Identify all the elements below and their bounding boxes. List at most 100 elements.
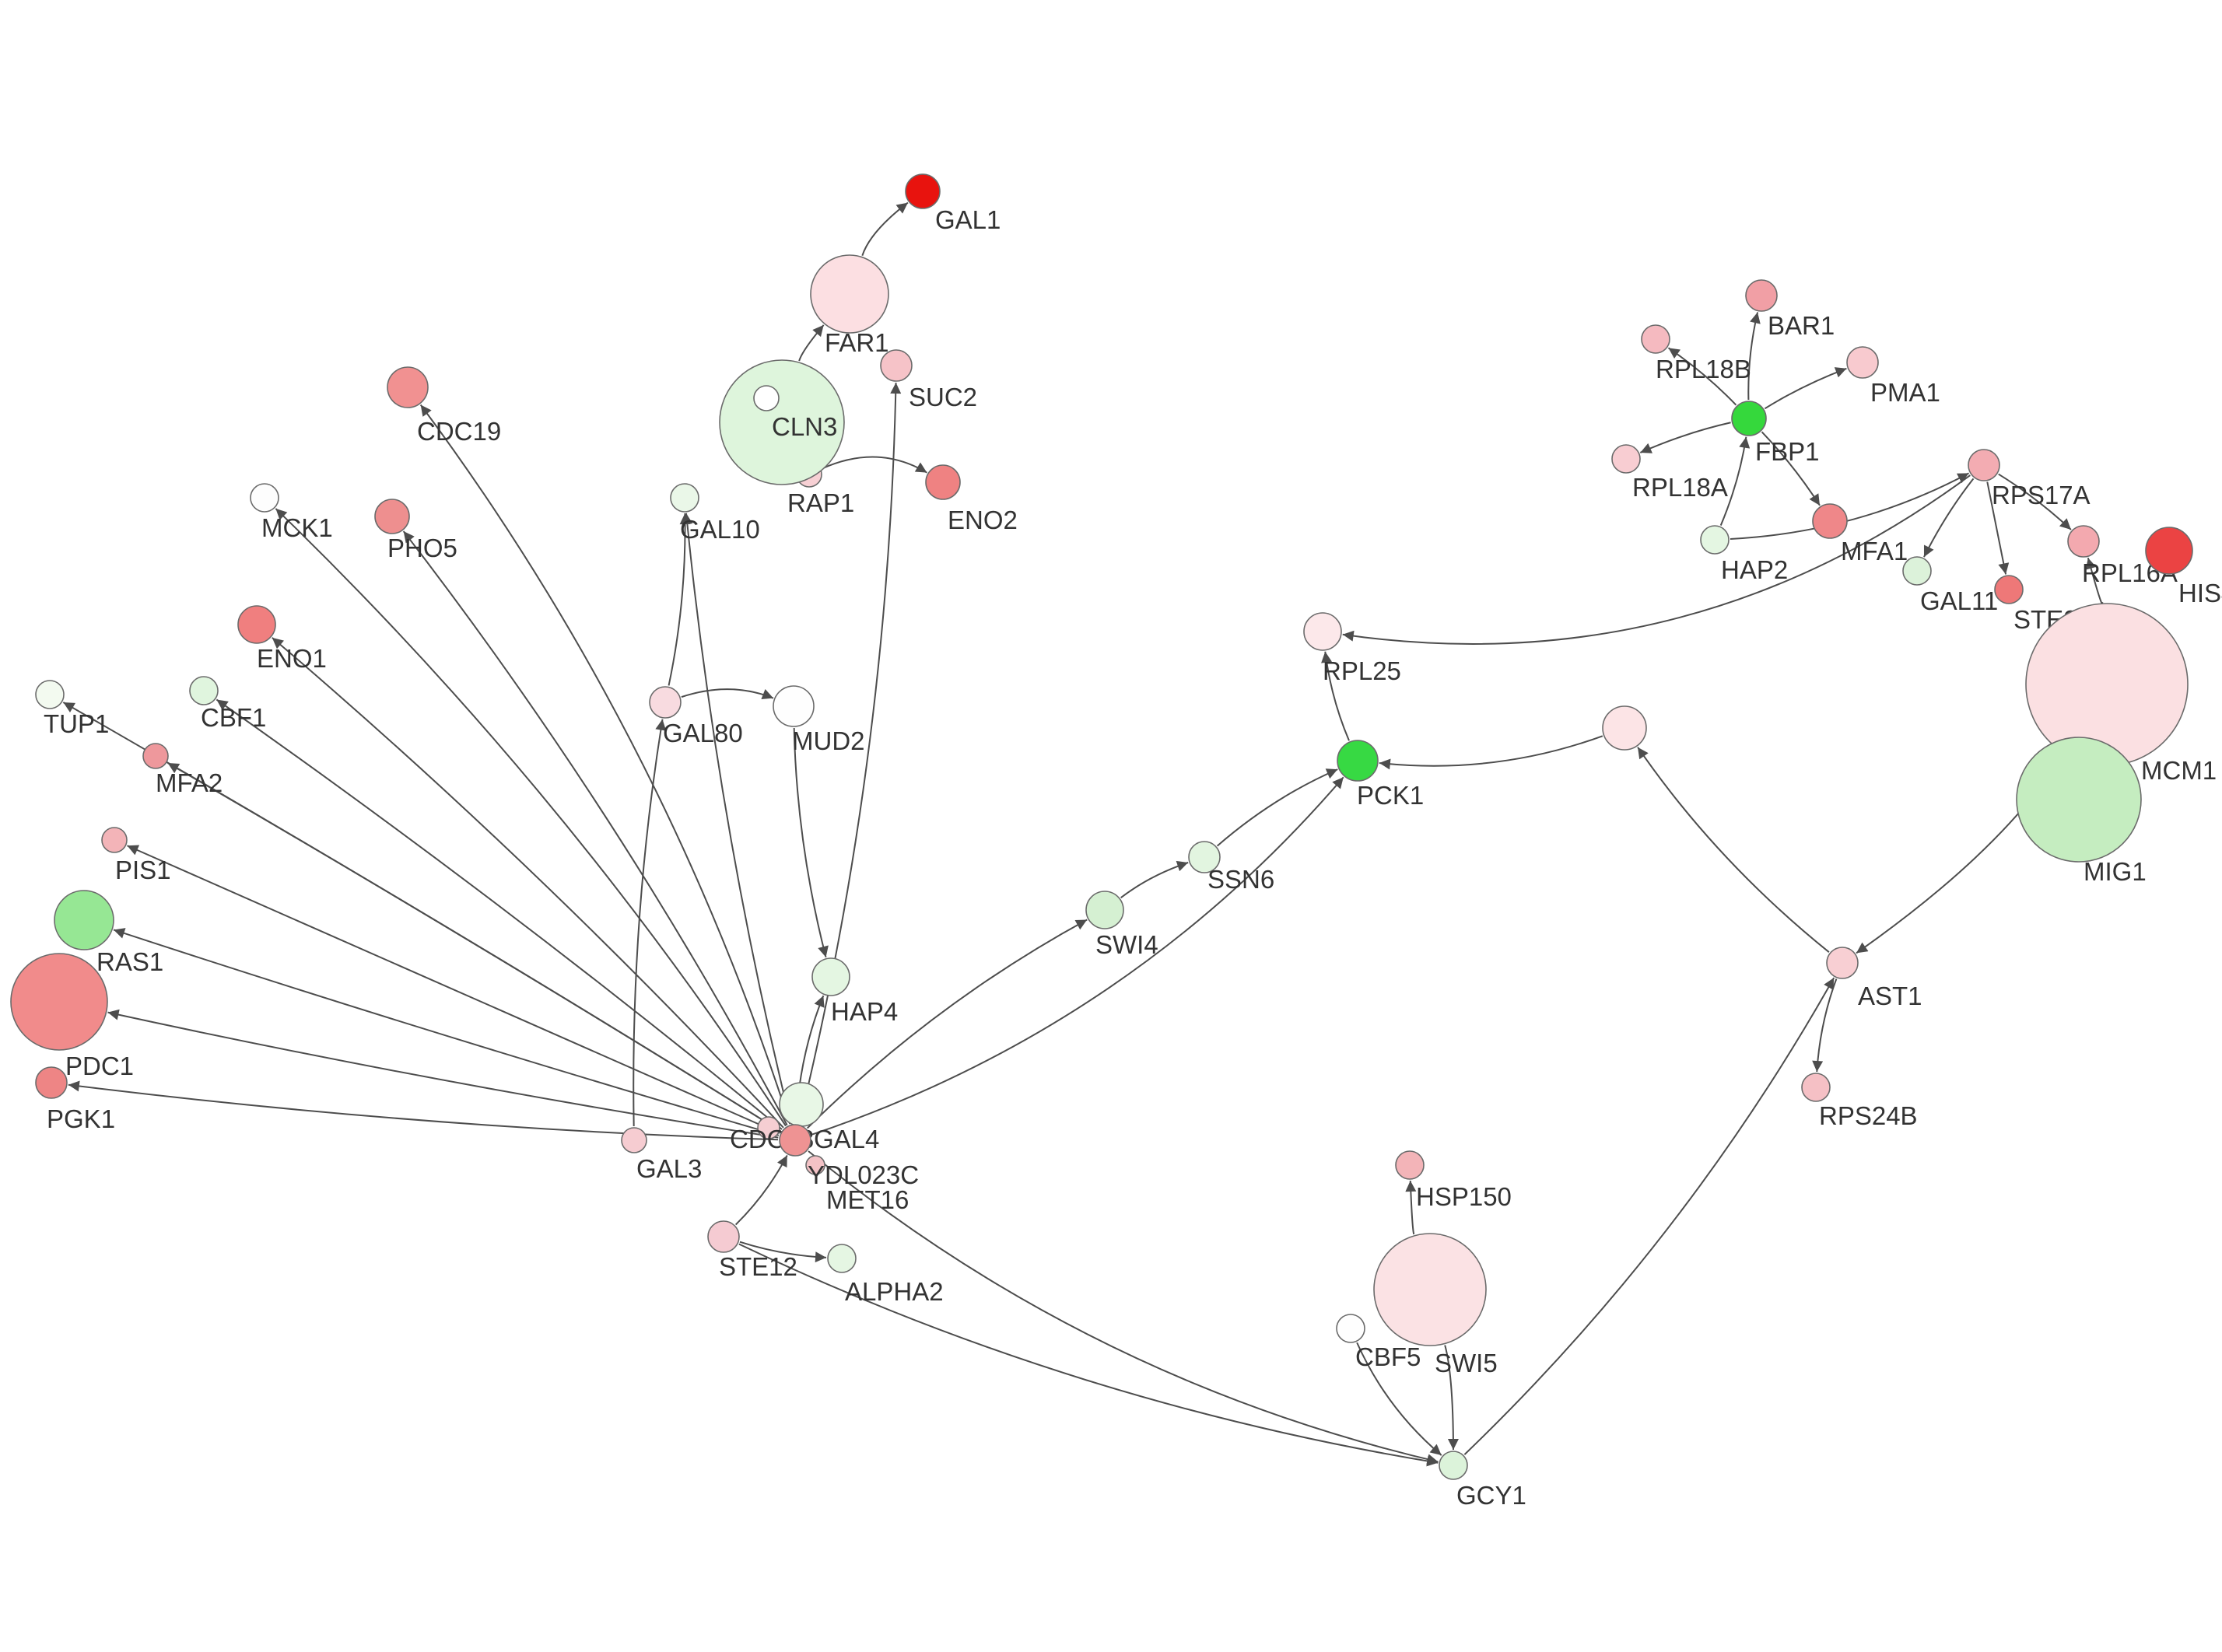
node-gal80[interactable] [649, 686, 682, 719]
edge-fbp1-rpl18b[interactable] [1667, 347, 1737, 406]
edge-palenode-pck1[interactable] [1379, 735, 1603, 770]
edge-ssn6-pck1[interactable] [1216, 768, 1338, 847]
edge-gal4-gal10[interactable] [682, 513, 792, 1124]
node-gal1[interactable] [905, 173, 941, 209]
node-gal10[interactable] [670, 483, 699, 513]
edge-gal4-pck1[interactable] [811, 776, 1344, 1136]
node-rpl25[interactable] [1303, 612, 1342, 651]
edge-fbp1-rpl18a[interactable] [1639, 422, 1731, 453]
edge-fbp1-mfa1[interactable] [1761, 431, 1821, 506]
node-suc2[interactable] [880, 349, 913, 382]
node-rpl16a[interactable] [2067, 525, 2100, 558]
edge-gal4-mck1[interactable] [275, 508, 787, 1127]
edge-gal4-ras1[interactable] [113, 928, 780, 1136]
node-his4[interactable] [2145, 527, 2193, 575]
node-gcy1[interactable] [1439, 1451, 1468, 1480]
edge-fbp1-pma1[interactable] [1764, 367, 1847, 410]
edge-gal4-cbf1[interactable] [216, 698, 783, 1130]
node-eno1[interactable] [237, 605, 276, 644]
node-tup1[interactable] [35, 680, 65, 709]
edge-gal4-eno1[interactable] [272, 637, 784, 1129]
edge-gal4-mfa2[interactable] [167, 762, 781, 1132]
node-cdc19[interactable] [387, 366, 429, 408]
node-rpl18a[interactable] [1611, 444, 1641, 474]
edge-gal3-gal80[interactable] [633, 719, 667, 1127]
edge-gal4-pho5[interactable] [402, 530, 788, 1126]
node-ste2[interactable] [1994, 575, 2024, 604]
node-mfa2[interactable] [142, 743, 169, 769]
edge-gal4-cdc19[interactable] [419, 404, 791, 1125]
edge-swi5-hsp150[interactable] [1405, 1180, 1417, 1235]
edge-gal4-pdc1[interactable] [107, 1009, 779, 1139]
edge-swi5-gcy1[interactable] [1444, 1345, 1459, 1451]
node-ras1[interactable] [54, 890, 114, 950]
edge-gal4-tup1[interactable] [62, 702, 781, 1132]
node-mig1[interactable] [2016, 737, 2142, 863]
node-rpl18b[interactable] [1641, 324, 1670, 354]
node-far1[interactable] [810, 254, 889, 334]
edge-far1-gal1[interactable] [861, 201, 909, 256]
edge-swi4-ssn6[interactable] [1120, 860, 1189, 899]
node-bar1[interactable] [1745, 279, 1778, 312]
node-palenode[interactable] [1602, 705, 1647, 751]
edge-gal4-pgk1[interactable] [68, 1080, 779, 1141]
edge-pck1-rpl25[interactable] [1321, 651, 1350, 741]
node-whitenode[interactable] [753, 385, 780, 411]
node-eno2[interactable] [925, 464, 961, 500]
edge-gal80-gal10[interactable] [668, 513, 691, 686]
node-mfa1[interactable] [1812, 503, 1848, 539]
edge-rap1-eno2[interactable] [821, 456, 927, 474]
node-mud2[interactable] [773, 685, 815, 727]
node-gal3[interactable] [621, 1127, 647, 1153]
edge-rps17a-ste2[interactable] [1986, 481, 2010, 575]
edge-gal4-suc2[interactable] [798, 382, 902, 1124]
edge-ste12-alpha2[interactable] [739, 1241, 827, 1263]
edge-fbp1-bar1[interactable] [1747, 312, 1761, 401]
edge-hap2-fbp1[interactable] [1719, 436, 1751, 526]
node-cdc28[interactable] [757, 1116, 780, 1139]
node-cln3[interactable] [719, 359, 845, 485]
edge-ste12-gcy1[interactable] [738, 1243, 1439, 1467]
node-pma1[interactable] [1846, 346, 1879, 379]
node-pis1[interactable] [101, 827, 128, 853]
node-cbf1[interactable] [189, 676, 219, 705]
node-ssn6[interactable] [1188, 841, 1221, 873]
node-rps24b[interactable] [1801, 1073, 1831, 1102]
node-met16[interactable] [805, 1155, 825, 1175]
node-ste12[interactable] [707, 1220, 740, 1253]
node-mck1[interactable] [250, 483, 279, 513]
node-pho5[interactable] [374, 499, 410, 534]
node-swi5[interactable] [1373, 1233, 1487, 1346]
node-pgk1[interactable] [35, 1066, 68, 1099]
node-fbp1[interactable] [1731, 401, 1767, 436]
edge-rps17a-rpl25[interactable] [1342, 474, 1971, 645]
edge-gal4-gcy1[interactable] [808, 1150, 1439, 1465]
node-alpha2[interactable] [827, 1244, 857, 1273]
edge-gcy1-ast1[interactable] [1463, 977, 1835, 1455]
node-mcm1[interactable] [2025, 603, 2189, 766]
edge-rps17a-gal11[interactable] [1923, 478, 1975, 558]
node-hap4[interactable] [811, 957, 850, 996]
node-gal4[interactable] [779, 1124, 811, 1157]
edge-rps17a-rpl16a[interactable] [1998, 473, 2072, 530]
node-cbf5[interactable] [1336, 1314, 1365, 1343]
edge-mud2-hap4[interactable] [793, 727, 829, 958]
node-ydl023c[interactable] [779, 1082, 824, 1127]
node-hsp150[interactable] [1395, 1150, 1425, 1180]
node-ast1[interactable] [1826, 947, 1859, 979]
edge-gal80-mud2[interactable] [681, 688, 774, 699]
edge-hap2-rps17a[interactable] [1730, 472, 1970, 540]
edge-ast1-rps24b[interactable] [1812, 978, 1838, 1073]
node-swi4[interactable] [1085, 891, 1124, 929]
edge-gal4-pis1[interactable] [127, 845, 780, 1135]
node-pck1[interactable] [1337, 740, 1379, 782]
edge-gal4-swi4[interactable] [806, 919, 1088, 1129]
node-rps17a[interactable] [1968, 449, 2000, 481]
node-hap2[interactable] [1700, 525, 1730, 555]
node-gal11[interactable] [1902, 556, 1932, 586]
edge-ast1-palenode[interactable] [1637, 747, 1830, 953]
edge-cbf5-gcy1[interactable] [1356, 1342, 1442, 1456]
node-pdc1[interactable] [10, 953, 108, 1051]
edge-cln3-far1[interactable] [798, 324, 825, 362]
